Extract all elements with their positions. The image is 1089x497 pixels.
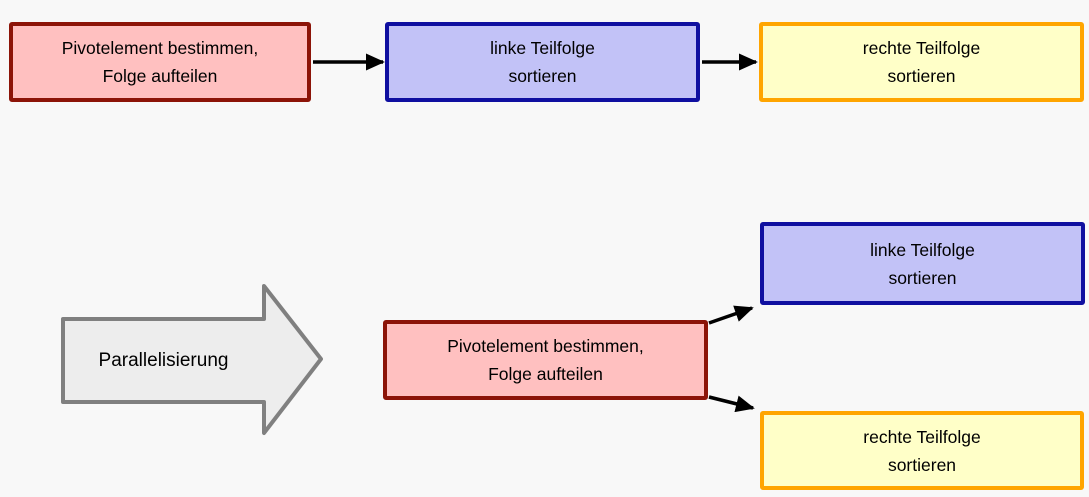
node-label-line: sortieren xyxy=(887,454,957,475)
node-label-line: Pivotelement bestimmen, xyxy=(447,336,644,356)
node-label-line: sortieren xyxy=(508,66,577,86)
node-label-line: sortieren xyxy=(888,267,957,288)
node-pivot-parallel: Pivotelement bestimmen, Folge aufteilen xyxy=(383,320,708,400)
node-label-line: Folge aufteilen xyxy=(102,66,218,86)
arrow-par-pivot-to-right xyxy=(708,395,755,413)
parallelization-label: Parallelisierung xyxy=(98,349,229,371)
node-right-subsequence-parallel: rechte Teilfolge sortieren xyxy=(760,411,1084,490)
node-label-line: rechte Teilfolge xyxy=(862,38,981,58)
node-label-line: Folge aufteilen xyxy=(488,364,603,384)
node-label-line: Pivotelement bestimmen, xyxy=(61,38,259,58)
node-label-line: linke Teilfolge xyxy=(490,38,595,58)
node-left-subsequence-sequential: linke Teilfolge sortieren xyxy=(385,22,700,102)
node-pivot-sequential: Pivotelement bestimmen, Folge aufteilen xyxy=(9,22,311,102)
arrow-par-pivot-to-left xyxy=(708,305,754,325)
node-label-line: rechte Teilfolge xyxy=(863,426,981,447)
node-label-line: sortieren xyxy=(887,66,956,86)
node-label-line: linke Teilfolge xyxy=(870,239,975,260)
node-left-subsequence-parallel: linke Teilfolge sortieren xyxy=(760,222,1085,305)
node-right-subsequence-sequential: rechte Teilfolge sortieren xyxy=(759,22,1084,102)
